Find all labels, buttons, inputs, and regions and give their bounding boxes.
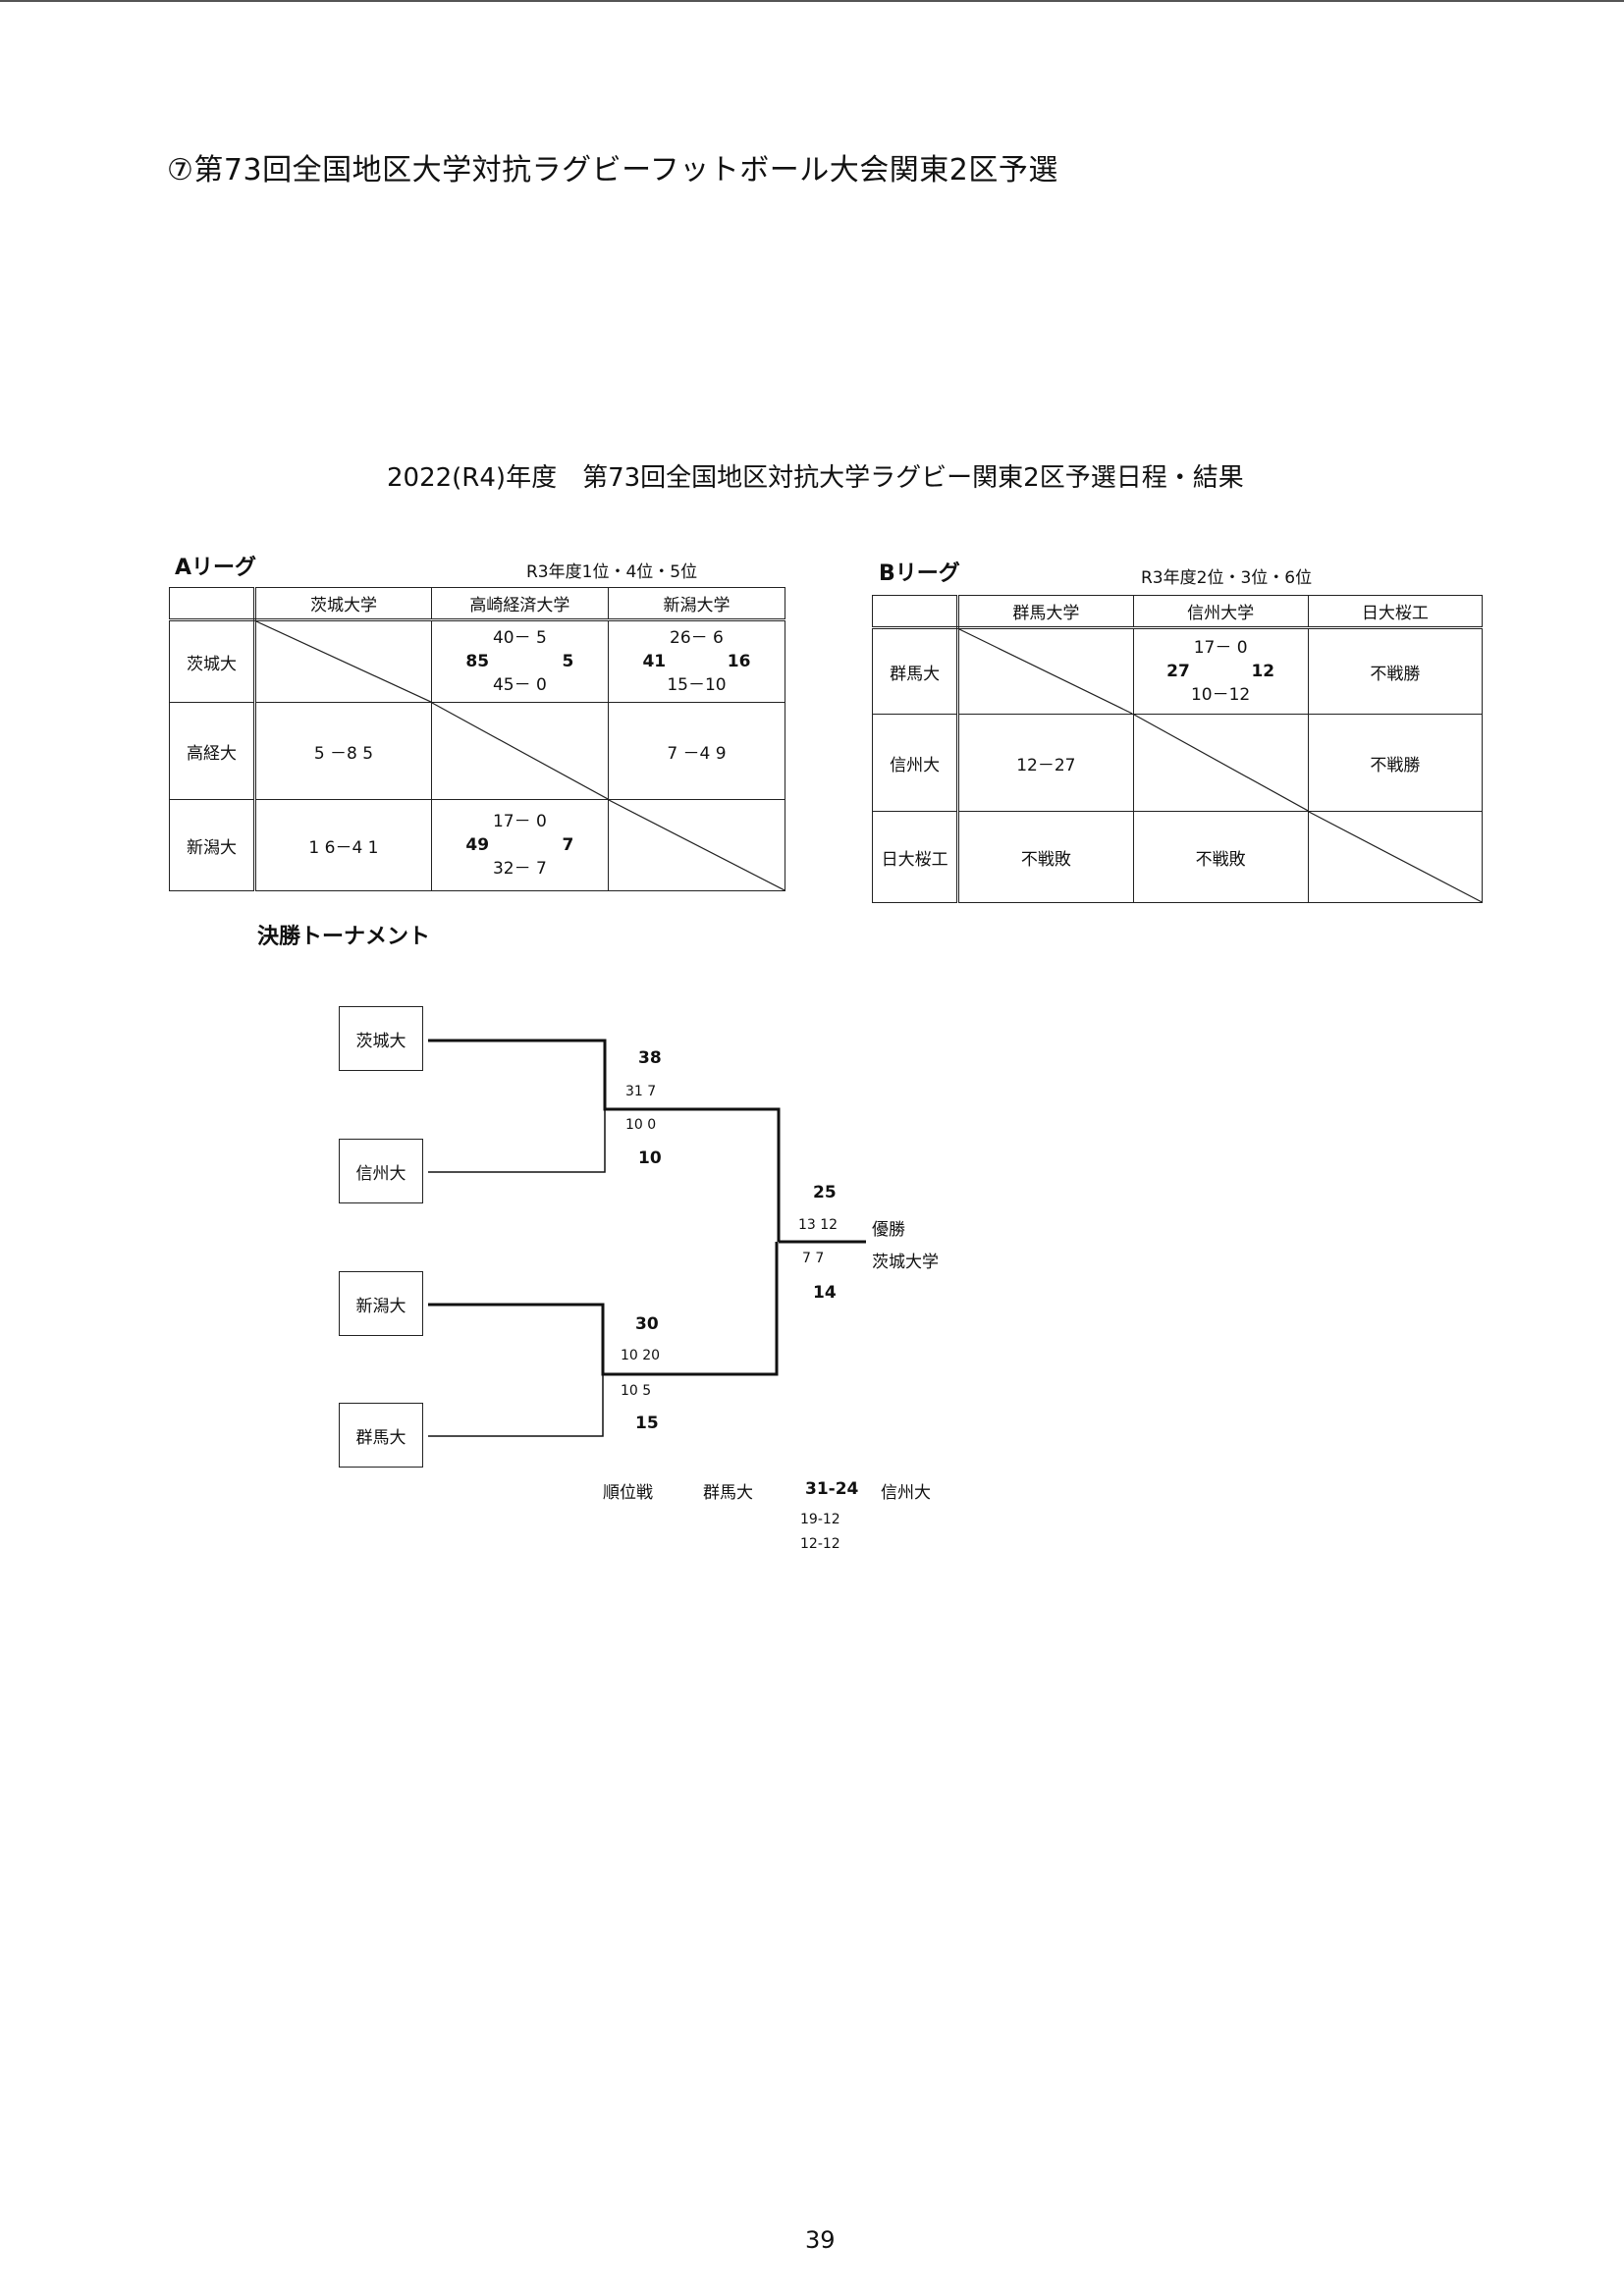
total-right: 5 bbox=[562, 652, 574, 671]
table-corner bbox=[168, 587, 257, 621]
match-result-cell: 1 6－4 1 bbox=[254, 799, 432, 891]
scan-top-edge bbox=[0, 0, 1624, 2]
total-left: 27 bbox=[1166, 662, 1190, 681]
diagonal-cell bbox=[1307, 811, 1484, 903]
diagonal-cell bbox=[1132, 714, 1309, 812]
match-result-cell: 不戦敗 bbox=[957, 811, 1134, 903]
league-a-note: R3年度1位・4位・5位 bbox=[526, 562, 698, 582]
final-first-half: 13 12 bbox=[798, 1217, 839, 1233]
league-a-label: Aリーグ bbox=[175, 556, 257, 580]
placement-team-1: 群馬大 bbox=[703, 1483, 753, 1503]
champion-team: 茨城大学 bbox=[872, 1253, 939, 1272]
column-header: 群馬大学 bbox=[957, 595, 1134, 629]
bracket-team-1: 茨城大 bbox=[339, 1006, 423, 1071]
page-subtitle: 2022(R4)年度 第73回全国地区対抗大学ラグビー関東2区予選日程・結果 bbox=[387, 463, 1244, 493]
table-row: 日大桜工不戦敗不戦敗 bbox=[871, 811, 1484, 903]
second-half-score: 32－ 7 bbox=[492, 859, 547, 879]
column-header: 茨城大学 bbox=[254, 587, 432, 621]
diagonal-cell bbox=[254, 619, 432, 703]
row-header: 高経大 bbox=[168, 702, 257, 800]
semi2-second-half: 10 5 bbox=[621, 1383, 652, 1399]
total-right: 7 bbox=[562, 835, 574, 855]
diagonal-cell bbox=[957, 627, 1134, 715]
row-header: 信州大 bbox=[871, 714, 960, 812]
second-half-score: 15－10 bbox=[667, 675, 727, 695]
diagonal-cell bbox=[607, 799, 786, 891]
semi1-first-half: 31 7 bbox=[625, 1084, 657, 1099]
row-header: 日大桜工 bbox=[871, 811, 960, 903]
placement-label: 順位戦 bbox=[603, 1483, 653, 1503]
bracket-team-2: 信州大 bbox=[339, 1139, 423, 1203]
table-corner bbox=[871, 595, 960, 629]
diagonal-cell bbox=[430, 702, 609, 800]
total-left: 85 bbox=[465, 652, 490, 671]
column-header: 高崎経済大学 bbox=[430, 587, 609, 621]
semi1-bottom-total: 10 bbox=[638, 1148, 662, 1168]
placement-team-2: 信州大 bbox=[881, 1483, 931, 1503]
champion-label: 優勝 bbox=[872, 1220, 905, 1240]
total-right: 16 bbox=[727, 652, 751, 671]
column-header: 信州大学 bbox=[1132, 595, 1309, 629]
semi1-second-half: 10 0 bbox=[625, 1117, 657, 1133]
column-header: 日大桜工 bbox=[1307, 595, 1484, 629]
semi1-top-total: 38 bbox=[638, 1048, 662, 1068]
bracket-team-3: 新潟大 bbox=[339, 1271, 423, 1336]
total-left: 49 bbox=[465, 835, 490, 855]
match-result-cell: 不戦敗 bbox=[1132, 811, 1309, 903]
placement-first-half: 19-12 bbox=[800, 1512, 840, 1527]
match-result-cell: 不戦勝 bbox=[1307, 627, 1484, 715]
placement-second-half: 12-12 bbox=[800, 1536, 840, 1552]
placement-score: 31-24 bbox=[805, 1479, 859, 1499]
semi2-bottom-total: 15 bbox=[635, 1414, 659, 1433]
semi2-top-total: 30 bbox=[635, 1314, 659, 1334]
final-top-total: 25 bbox=[813, 1183, 837, 1202]
match-result-cell: 5 －8 5 bbox=[254, 702, 432, 800]
total-right: 12 bbox=[1251, 662, 1275, 681]
tournament-title: 決勝トーナメント bbox=[257, 925, 431, 949]
semi2-first-half: 10 20 bbox=[621, 1348, 661, 1363]
first-half-score: 17－ 0 bbox=[492, 812, 547, 831]
page-number: 39 bbox=[805, 2226, 836, 2254]
first-half-score: 26－ 6 bbox=[670, 628, 724, 648]
second-half-score: 45－ 0 bbox=[492, 675, 547, 695]
row-header: 茨城大 bbox=[168, 619, 257, 703]
final-second-half: 7 7 bbox=[802, 1251, 825, 1266]
league-b-note: R3年度2位・3位・6位 bbox=[1141, 568, 1313, 588]
first-half-score: 40－ 5 bbox=[492, 628, 547, 648]
second-half-score: 10－12 bbox=[1190, 685, 1251, 705]
league-b-label: Bリーグ bbox=[879, 561, 960, 586]
page-heading: ⑦第73回全国地区大学対抗ラグビーフットボール大会関東2区予選 bbox=[167, 153, 1058, 187]
bracket-team-4: 群馬大 bbox=[339, 1403, 423, 1468]
total-left: 41 bbox=[642, 652, 667, 671]
final-bottom-total: 14 bbox=[813, 1283, 837, 1303]
match-result-cell: 不戦勝 bbox=[1307, 714, 1484, 812]
first-half-score: 17－ 0 bbox=[1193, 638, 1248, 658]
row-header: 新潟大 bbox=[168, 799, 257, 891]
column-header: 新潟大学 bbox=[607, 587, 786, 621]
